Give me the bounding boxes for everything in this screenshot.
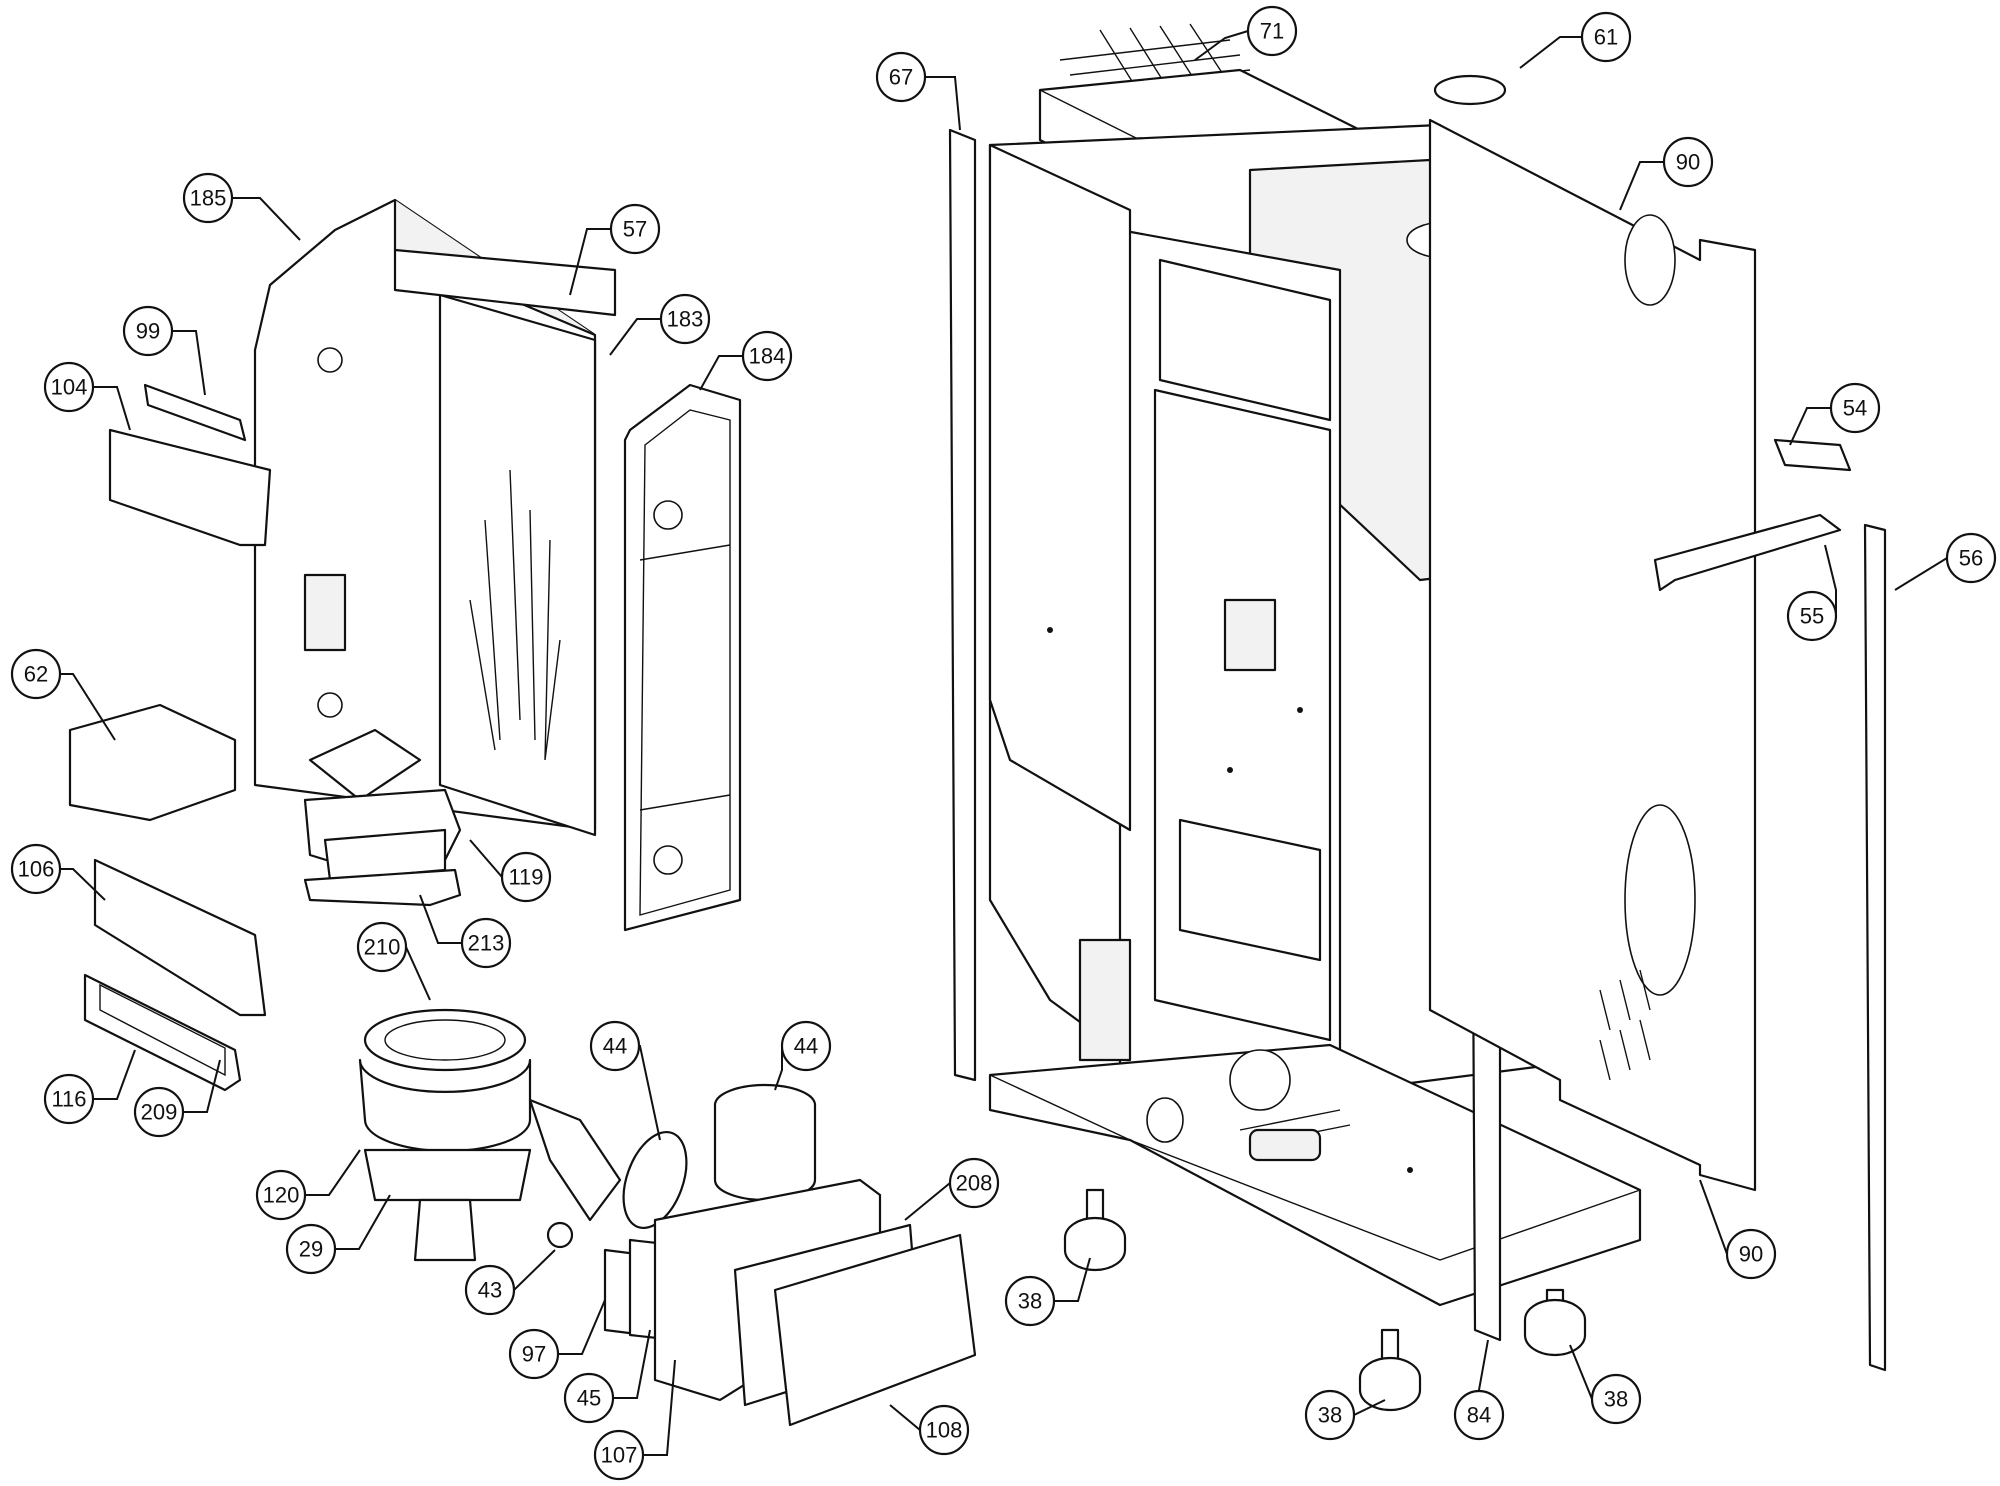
- svg-text:90: 90: [1676, 150, 1700, 175]
- svg-text:116: 116: [51, 1087, 86, 1112]
- callout-44-b: 44: [780, 1020, 832, 1072]
- svg-text:43: 43: [478, 1278, 502, 1303]
- callout-54: 54: [1829, 382, 1881, 434]
- part-38-feet: [1063, 1188, 1587, 1412]
- svg-text:106: 106: [18, 857, 55, 882]
- callout-67: 67: [875, 51, 927, 103]
- callout-38-a: 38: [1004, 1275, 1056, 1327]
- svg-text:104: 104: [51, 375, 88, 400]
- callout-108: 108: [918, 1404, 970, 1456]
- svg-text:97: 97: [522, 1342, 546, 1367]
- svg-text:44: 44: [794, 1034, 818, 1059]
- callout-56: 56: [1945, 532, 1997, 584]
- part-67-strip: [948, 128, 977, 1082]
- part-90-side-panel: [1428, 118, 1757, 1192]
- svg-text:38: 38: [1018, 1289, 1042, 1314]
- svg-text:57: 57: [623, 217, 647, 242]
- svg-text:84: 84: [1467, 1403, 1491, 1428]
- callout-106: 106: [10, 843, 62, 895]
- callout-107: 107: [593, 1429, 645, 1481]
- callout-55: 55: [1786, 590, 1838, 642]
- callout-29: 29: [285, 1223, 337, 1275]
- svg-text:56: 56: [1959, 546, 1983, 571]
- svg-text:55: 55: [1800, 604, 1824, 629]
- part-116-209-door: [83, 973, 242, 1092]
- callout-210: 210: [356, 921, 408, 973]
- callout-213: 213: [460, 917, 512, 969]
- callout-208: 208: [948, 1157, 1000, 1209]
- callout-38-b: 38: [1304, 1389, 1356, 1441]
- part-210-120-29-fan: [358, 1008, 622, 1262]
- part-44-pipe-b: [713, 1083, 817, 1202]
- callout-43: 43: [464, 1264, 516, 1316]
- part-104-bracket: [108, 428, 272, 547]
- callout-61: 61: [1580, 11, 1632, 63]
- svg-text:45: 45: [577, 1386, 601, 1411]
- callout-99: 99: [122, 305, 174, 357]
- svg-text:67: 67: [889, 65, 913, 90]
- svg-text:38: 38: [1318, 1403, 1342, 1428]
- part-184-panel: [623, 383, 742, 932]
- svg-text:120: 120: [263, 1183, 300, 1208]
- svg-text:44: 44: [603, 1034, 627, 1059]
- svg-text:185: 185: [190, 186, 227, 211]
- part-119-213-burner: [303, 728, 462, 907]
- parts-drawing: [68, 23, 1887, 1427]
- part-55-bracket: [1653, 513, 1842, 592]
- svg-text:184: 184: [749, 344, 786, 369]
- svg-text:62: 62: [24, 662, 48, 687]
- callouts: 71 61 67 90 185 57 183 184 99 104 54 56 …: [10, 5, 1997, 1481]
- svg-text:29: 29: [299, 1237, 323, 1262]
- callout-119: 119: [500, 851, 552, 903]
- svg-text:38: 38: [1604, 1387, 1628, 1412]
- callout-71: 71: [1246, 5, 1298, 57]
- svg-text:119: 119: [508, 865, 543, 890]
- callout-38-c: 38: [1590, 1373, 1642, 1425]
- callout-57: 57: [609, 203, 661, 255]
- main-body-frame: [988, 123, 1642, 1307]
- svg-text:107: 107: [601, 1443, 638, 1468]
- part-106-plate: [93, 858, 267, 1017]
- callout-62: 62: [10, 648, 62, 700]
- part-108-cover: [773, 1233, 977, 1427]
- svg-text:61: 61: [1594, 25, 1618, 50]
- callout-84: 84: [1453, 1389, 1505, 1441]
- part-57-bracket: [393, 248, 617, 317]
- svg-text:208: 208: [956, 1171, 993, 1196]
- svg-text:213: 213: [468, 931, 505, 956]
- part-99-bracket: [143, 383, 247, 442]
- part-61-round-cover: [1433, 74, 1507, 106]
- callout-209: 209: [133, 1086, 185, 1138]
- svg-text:90: 90: [1739, 1242, 1763, 1267]
- svg-text:54: 54: [1843, 396, 1867, 421]
- callout-90-bottom: 90: [1725, 1228, 1777, 1280]
- callout-44-a: 44: [589, 1020, 641, 1072]
- part-56-strip: [1863, 523, 1887, 1372]
- svg-text:71: 71: [1260, 19, 1284, 44]
- svg-text:209: 209: [141, 1100, 178, 1125]
- callout-116: 116: [43, 1073, 95, 1125]
- callout-184: 184: [741, 330, 793, 382]
- part-62-cover: [68, 703, 237, 822]
- part-54-bracket: [1773, 438, 1852, 472]
- svg-text:210: 210: [364, 935, 401, 960]
- callout-185: 185: [182, 172, 234, 224]
- part-183-panel: [438, 293, 597, 837]
- part-44-ring-a: [622, 1130, 688, 1230]
- svg-text:99: 99: [136, 319, 160, 344]
- callout-120: 120: [255, 1169, 307, 1221]
- svg-text:183: 183: [667, 307, 704, 332]
- callout-45: 45: [563, 1372, 615, 1424]
- callout-90-top: 90: [1662, 136, 1714, 188]
- callout-97: 97: [508, 1328, 560, 1380]
- part-43-nut: [546, 1221, 574, 1249]
- svg-text:108: 108: [926, 1418, 963, 1443]
- callout-104: 104: [43, 361, 95, 413]
- callout-183: 183: [659, 293, 711, 345]
